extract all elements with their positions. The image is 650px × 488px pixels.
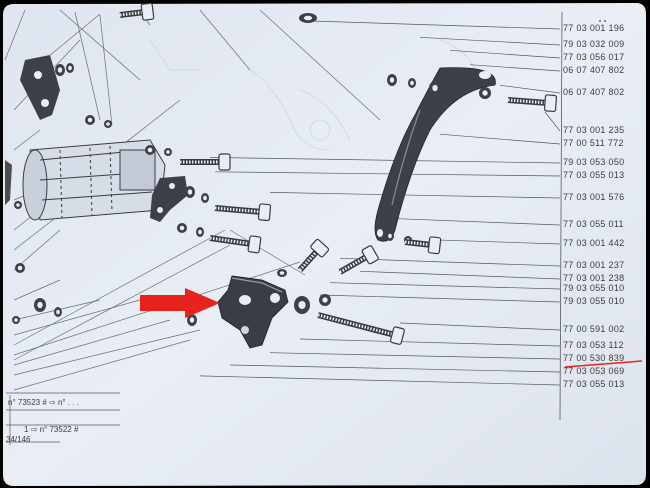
bolt-head [247,235,262,254]
part-number-item: 77 00 591 002 [563,324,625,334]
bolt-head [140,2,155,21]
washer-hole [432,84,438,92]
part-number-item: 77 03 055 011 [563,219,624,229]
leader-line [439,133,561,145]
bolt-head [543,94,558,113]
leader-line [431,239,561,245]
bolt-head [389,326,405,345]
leader-line [299,338,561,347]
washer-hole [17,265,23,271]
scan-marks [599,20,606,22]
leader-line [469,64,561,72]
leader-line [299,20,561,30]
bolt-head [310,238,330,258]
washer-hole [14,318,18,322]
part-number-item: 77 03 001 196 [563,23,625,33]
bolt-head [218,153,231,171]
washer-hole [147,147,153,153]
bolt-thread [209,236,253,246]
part-number-item: 77 03 001 576 [563,192,625,202]
leader-line [329,282,561,290]
washer-hole [279,271,285,275]
bolt-thread [507,98,549,105]
washer-hole [16,203,20,207]
washer-hole [166,150,170,154]
part-number-item: 06 07 407 802 [563,65,625,75]
part-number-item: 77 00 530 839 [563,353,625,363]
washer-hole [87,117,93,123]
part-number-item: 77 03 001 237 [563,260,625,270]
leader-line [544,111,561,132]
leader-line [379,217,561,226]
leader-line [269,352,561,360]
part-number-item: 77 03 055 013 [563,379,625,389]
washer-hole [187,189,193,195]
bolt-head [361,245,379,265]
part-number-item: 77 03 001 238 [563,273,625,283]
part-number-item: 06 07 407 802 [563,87,625,97]
leader-lines [199,20,561,386]
washer-hole [482,90,488,96]
leader-line [209,157,561,164]
washer-hole [303,15,313,21]
list-border-line [559,11,563,421]
washer-hole [298,300,306,310]
footnote-line-3: 34/146 [6,435,31,444]
part-number-item: 79 03 032 009 [563,39,625,49]
bolt-thread [119,10,146,17]
leader-line [269,192,561,199]
starter-motor [22,139,166,221]
washer-hole [203,195,207,201]
washer-hole [56,309,60,315]
leader-line [214,171,561,177]
top-left-bracket [20,55,60,120]
red-indicator-arrow [140,288,220,318]
leader-line [229,364,561,373]
bolts [119,2,558,345]
highlight-underline [564,360,643,368]
washer-hole [198,229,202,235]
part-number-item: 77 03 053 112 [563,340,624,350]
washer-hole [179,225,185,231]
footnote-line-1: n° 73523 # ⇨ n° . . . [8,398,79,407]
bolt-shank [404,239,433,248]
bolt-thread [339,254,369,274]
part-number-item: 77 00 511 772 [563,138,624,148]
part-number-item: 77 03 001 235 [563,125,625,135]
footnote-line-2: 1 ⇨ n° 73522 # [24,425,79,434]
washers [12,13,491,326]
washer-hole [106,122,110,126]
part-number-item: 79 03 055 010 [563,296,625,306]
leader-line [499,84,561,94]
bolt-thread [317,313,396,337]
washer-hole [37,301,43,309]
highlighted-bracket-part [217,275,289,349]
leader-line [199,375,561,386]
leader-line [319,294,561,303]
washer-hole [388,233,392,239]
leader-line [359,270,561,280]
bolt-thread [298,248,320,272]
washer-hole [57,67,63,73]
part-number-item: 77 03 056 017 [563,52,625,62]
part-number-item: 77 03 001 442 [563,238,625,248]
washer-hole [410,80,414,86]
footnote-rules [6,392,120,445]
bolt-thread [214,206,263,214]
washer-hole [322,297,328,303]
leader-line [449,49,561,59]
part-number-item: 79 03 055 010 [563,283,625,293]
washer-hole [389,77,395,83]
washer-hole [189,317,195,323]
part-number-item: 77 03 055 013 [563,170,625,180]
leader-line [399,322,561,331]
part-number-item: 77 03 053 069 [563,366,625,376]
leader-line [419,36,561,46]
part-number-item: 79 03 053 050 [563,157,625,167]
bolt-head [257,203,272,222]
washer-hole [68,65,72,71]
bolt-head [427,236,442,255]
